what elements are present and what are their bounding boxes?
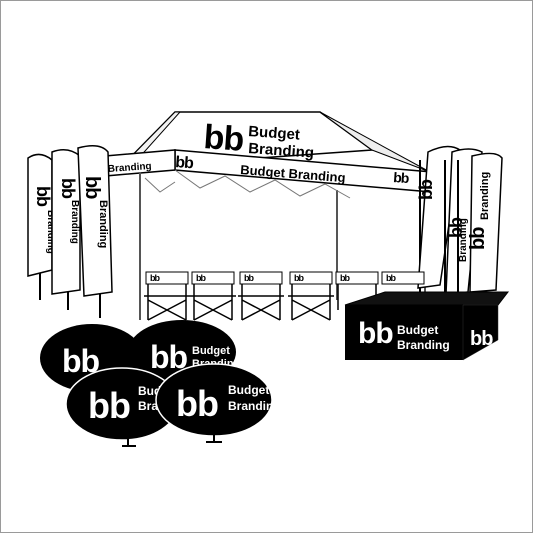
directors-chairs: bb bb bb bb bb bb: [144, 271, 425, 321]
feather-flags-right: bb bb Branding bb Branding: [416, 145, 503, 305]
chair4-logo: bb: [294, 273, 304, 283]
popup2-name-line1: Budget: [192, 345, 230, 357]
flag4-logo-mark: bb: [416, 179, 436, 200]
table-cover: bb Budget Branding bb: [344, 291, 510, 361]
chair-1: bb: [144, 271, 190, 321]
flag3-logo-mark: bb: [81, 176, 103, 199]
popup4-name-line1: Budget: [228, 383, 269, 397]
table-name-line1: Budget: [397, 323, 438, 337]
flag1-logo-mark: bb: [33, 186, 53, 207]
tent-side-valance-text: Branding: [107, 161, 152, 175]
tent-roof-name-line2: Branding: [248, 140, 315, 162]
chair2-logo: bb: [196, 273, 206, 283]
flag5-name: Branding: [458, 218, 469, 262]
chair-3: bb: [238, 271, 284, 321]
table-logo-mark: bb: [358, 317, 393, 350]
popup4-name-line2: Branding: [228, 399, 281, 413]
tent-valance-logo-right: bb: [393, 169, 410, 186]
chair5-logo: bb: [340, 273, 350, 283]
flag1-name: Branding: [45, 210, 56, 254]
feather-flags-left: bb Branding bb Branding bb Branding: [27, 145, 113, 318]
chair-6: bb: [381, 271, 425, 285]
flag2-logo-mark: bb: [58, 178, 78, 199]
popup3-logo-mark: bb: [88, 385, 130, 426]
chair1-logo: bb: [150, 273, 160, 283]
tent-roof-logo-mark: bb: [202, 118, 244, 159]
popup2-logo-mark: bb: [150, 339, 188, 375]
chair6-logo: bb: [386, 273, 396, 283]
flag6-logo-mark: bb: [467, 227, 489, 250]
popup-banner-4: bb Budget Branding: [155, 363, 281, 443]
popup-banners: bb bb Budget Branding bb Budget Branding…: [40, 320, 281, 447]
tent-roof-name-line1: Budget: [248, 123, 301, 144]
canopy-tent: bb Budget Branding bb Budget Branding bb…: [104, 111, 433, 320]
popup4-logo-mark: bb: [176, 383, 218, 424]
tent-valance-logo-left: bb: [175, 154, 195, 172]
chair3-logo: bb: [244, 273, 254, 283]
table-name-line2: Branding: [397, 338, 450, 352]
flag6-name: Branding: [479, 172, 491, 220]
flag2-name: Branding: [69, 200, 80, 244]
table-side-logo: bb: [470, 328, 493, 350]
flag3-name: Branding: [97, 200, 109, 248]
flag5-logo-mark: bb: [446, 217, 466, 238]
chair-4: bb: [288, 271, 334, 321]
chair-2: bb: [190, 271, 236, 321]
